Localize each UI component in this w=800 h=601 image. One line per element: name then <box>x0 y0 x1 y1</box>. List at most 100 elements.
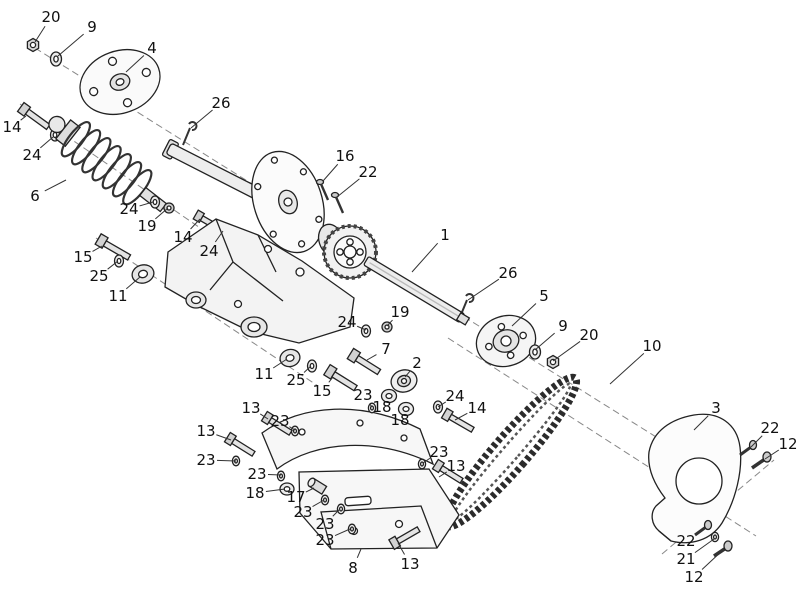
bolt <box>387 526 421 551</box>
callout-leader-line <box>328 376 334 383</box>
callout-leader-line <box>552 341 581 362</box>
part-callout-19-10: 19 <box>137 217 156 235</box>
callout-leader-line <box>20 115 27 121</box>
callout-leader-line <box>259 413 269 420</box>
callout-leader-line <box>34 25 46 43</box>
part-callout-5-18: 5 <box>539 287 549 305</box>
bolt <box>330 191 345 214</box>
part-callout-1-16: 1 <box>440 226 450 244</box>
part-callout-23-46: 23 <box>293 503 312 521</box>
spacer-bushing <box>307 477 328 495</box>
part-callout-24-22: 24 <box>337 313 356 331</box>
part-callout-24-32: 24 <box>445 387 464 405</box>
chain-guard <box>648 413 742 544</box>
callout-leader-line <box>312 499 325 507</box>
part-callout-25-14: 25 <box>89 267 108 285</box>
part-callout-22-8: 22 <box>358 163 377 181</box>
callout-leader-line <box>57 33 84 57</box>
hex-nut <box>26 37 40 53</box>
part-callout-13-49: 13 <box>400 555 419 573</box>
callout-leader-line <box>750 435 763 448</box>
part-callout-20-0: 20 <box>41 8 60 26</box>
part-callout-12-53: 12 <box>684 568 703 586</box>
callout-leader-line <box>356 325 367 331</box>
callout-leader-line <box>216 434 232 441</box>
part-callout-6-6: 6 <box>30 187 40 205</box>
part-callout-18-44: 18 <box>245 484 264 502</box>
callout-leader-line <box>693 415 709 431</box>
bolt <box>440 407 475 434</box>
callout-leader-line <box>92 245 103 252</box>
callout-leader-line <box>437 401 447 408</box>
part-callout-21-52: 21 <box>676 550 695 568</box>
callout-leader-line <box>272 358 288 369</box>
callout-leader-line <box>386 319 393 327</box>
washer <box>149 195 161 209</box>
part-callout-14-11: 14 <box>173 228 192 246</box>
part-callout-24-12: 24 <box>199 242 218 260</box>
screw <box>751 451 772 470</box>
axle-shaft <box>363 256 471 326</box>
washer <box>306 359 318 373</box>
callout-leader-line <box>40 136 54 149</box>
part-callout-19-23: 19 <box>390 303 409 321</box>
callout-leader-line <box>534 332 555 351</box>
part-callout-23-35: 23 <box>270 412 289 430</box>
callout-leader-line <box>190 109 213 129</box>
callout-leader-line <box>322 163 339 182</box>
part-callout-26-17: 26 <box>498 264 517 282</box>
part-callout-24-5: 24 <box>22 146 41 164</box>
hex-nut <box>163 202 175 214</box>
callout-leader-line <box>694 538 715 554</box>
callout-leader-line <box>511 303 537 327</box>
part-callout-26-3: 26 <box>211 94 230 112</box>
callout-leader-line <box>214 230 224 243</box>
hex-nut <box>381 321 393 333</box>
callout-leader-line <box>155 207 169 220</box>
callout-leader-line <box>694 527 706 536</box>
part-callout-23-29: 23 <box>353 386 372 404</box>
bearing-plate <box>251 150 325 254</box>
flat-washers <box>231 402 427 535</box>
input-shaft <box>161 139 264 201</box>
callout-leader-line <box>387 415 390 418</box>
washer <box>279 348 301 368</box>
callout-leader-line <box>190 218 201 230</box>
bolt <box>315 178 330 201</box>
part-callout-16-7: 16 <box>335 147 354 165</box>
washer <box>279 482 295 496</box>
bolt <box>94 232 132 261</box>
part-callout-13-34: 13 <box>241 399 260 417</box>
part-callout-14-33: 14 <box>467 399 486 417</box>
part-callout-9-1: 9 <box>87 18 97 36</box>
screw <box>713 540 733 558</box>
flange-disc <box>79 49 161 115</box>
screw <box>739 439 758 457</box>
callout-leader-line <box>454 412 468 421</box>
washer <box>360 324 372 338</box>
part-callout-25-27: 25 <box>286 371 305 389</box>
callout-leader-line <box>701 548 725 570</box>
part-callout-23-37: 23 <box>196 451 215 469</box>
part-callout-8-50: 8 <box>348 559 358 577</box>
callout-leader-line <box>397 542 405 555</box>
part-callout-11-15: 11 <box>108 287 127 305</box>
washer <box>380 388 398 404</box>
callout-leader-line <box>303 365 312 373</box>
frame-weldment <box>164 218 355 344</box>
callout-leader-line <box>305 487 315 493</box>
callout-leader-line <box>125 276 141 290</box>
callout-leader-line <box>216 459 237 462</box>
callout-leader-line <box>336 178 360 198</box>
curved-guard-plate <box>261 408 435 471</box>
part-callout-17-45: 17 <box>286 488 305 506</box>
callout-leader-line <box>139 201 154 207</box>
bolt <box>223 431 256 458</box>
sprocket <box>317 223 378 280</box>
callout-leader-line <box>267 473 282 476</box>
hub-flange <box>475 314 537 368</box>
washer <box>397 401 415 417</box>
callout-leader-line <box>265 488 286 493</box>
callout-leader-line <box>107 260 119 270</box>
